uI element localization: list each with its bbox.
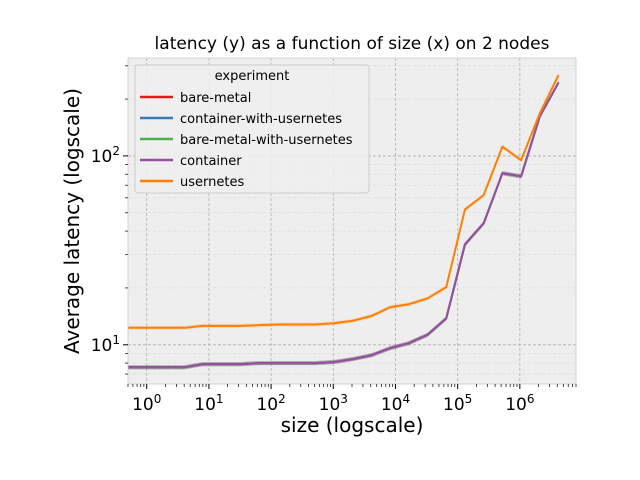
legend-label: usernetes bbox=[180, 175, 244, 190]
x-tick-label: 103 bbox=[319, 392, 348, 415]
legend-title: experiment bbox=[215, 69, 290, 84]
x-tick-label: 105 bbox=[443, 392, 472, 415]
legend-label: container bbox=[180, 154, 242, 169]
x-axis-ticks: 100 101 102 103 104 105 106 bbox=[127, 384, 577, 415]
legend-label: bare-metal-with-usernetes bbox=[180, 133, 353, 148]
grid-lines bbox=[128, 58, 576, 384]
x-tick-label: 104 bbox=[381, 392, 410, 415]
x-tick-label: 100 bbox=[132, 392, 161, 415]
x-tick-label: 106 bbox=[505, 392, 534, 415]
legend-label: bare-metal bbox=[180, 91, 251, 106]
y-tick-label: 101 bbox=[91, 333, 120, 356]
x-axis-label: size (logscale) bbox=[281, 413, 424, 437]
legend-label: container-with-usernetes bbox=[180, 112, 342, 127]
legend: experiment bare-metal container-with-user… bbox=[134, 64, 370, 194]
series-lines bbox=[128, 73, 560, 370]
legend-box bbox=[134, 64, 370, 194]
series-line-container bbox=[128, 81, 560, 369]
x-tick-label: 101 bbox=[194, 392, 223, 415]
series-line-usernetes bbox=[128, 74, 560, 329]
y-axis-ticks: 101 102 bbox=[91, 65, 128, 375]
y-tick-label: 102 bbox=[91, 144, 120, 167]
chart-title: latency (y) as a function of size (x) on… bbox=[155, 34, 550, 54]
x-tick-label: 102 bbox=[256, 392, 285, 415]
y-axis-label: Average latency (logscale) bbox=[60, 88, 84, 354]
legend-items: bare-metal container-with-usernetes bare-m… bbox=[140, 91, 353, 190]
